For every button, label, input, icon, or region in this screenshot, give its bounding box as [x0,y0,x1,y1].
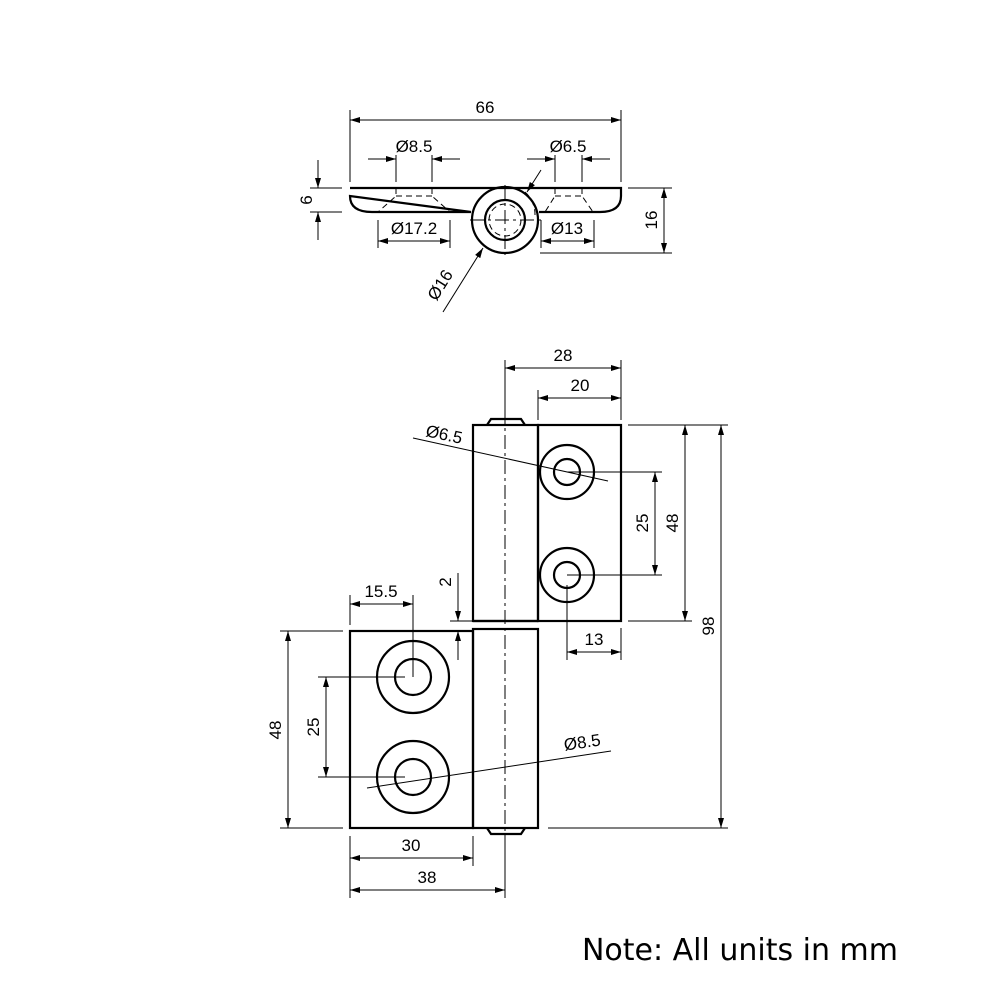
dim-13: 13 [585,630,604,649]
dim-30: 30 [402,836,421,855]
dim-15-5: 15.5 [364,582,397,601]
lower-leaf [348,629,475,830]
dim-countersink-17-2: Ø17.2 [391,219,437,238]
countersink-right [544,188,594,213]
dim-hole-8-5: Ø8.5 [396,137,433,156]
dim-20: 20 [571,376,590,395]
upper-leaf [536,423,623,623]
dim-countersink-13: Ø13 [551,219,583,238]
dim-2: 2 [436,577,455,586]
countersink-left [377,188,451,213]
dim-upper-48: 48 [663,514,682,533]
dim-38: 38 [418,868,437,887]
units-note: Note: All units in mm [582,933,898,968]
pin-top [486,417,526,426]
dim-6: 6 [297,195,316,204]
dim-lower-hole-8-5: Ø8.5 [563,731,602,755]
dim-98: 98 [699,617,718,636]
pin-bottom [486,827,526,836]
dim-28: 28 [554,346,573,365]
dim-hole-6-5: Ø6.5 [550,137,587,156]
dim-lower-25: 25 [304,718,323,737]
dim-66: 66 [476,98,495,117]
front-view: 28 20 Ø6.5 25 48 98 13 2 15.5 [266,346,728,898]
top-plate-outline [348,186,623,214]
dim-upper-hole-6-5: Ø6.5 [424,421,464,447]
dim-16: 16 [642,211,661,230]
dim-lower-48: 48 [266,721,285,740]
dim-upper-25: 25 [633,514,652,533]
top-view: 66 Ø8.5 Ø6.5 6 Ø17.2 Ø13 Ø16 16 [297,98,672,313]
